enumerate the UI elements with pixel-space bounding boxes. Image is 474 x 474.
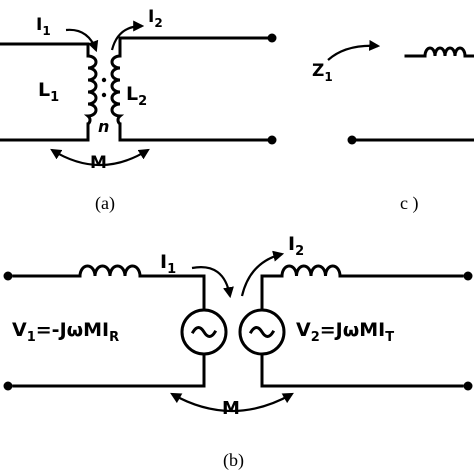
panel-c: Z1 c ) xyxy=(312,39,474,214)
panel-a-secondary-coil xyxy=(110,54,125,126)
panel-b-i2-label: I2 xyxy=(288,233,304,259)
panel-c-terminal-bottom xyxy=(347,135,357,145)
panel-b-i1-label: I1 xyxy=(160,251,176,277)
panel-b-left-inductor xyxy=(78,264,142,277)
panel-b-left-terminal-top xyxy=(3,271,13,281)
panel-a: I1 I2 L1 L2 n M (a) xyxy=(0,7,277,214)
panel-a-dot-top xyxy=(101,77,107,83)
panel-a-mutual-arrow xyxy=(50,148,150,166)
panel-b-caption: (b) xyxy=(223,450,244,471)
panel-a-primary-coil xyxy=(83,54,98,126)
panel-b-v1-label: V1=-JωMIR xyxy=(12,319,119,345)
panel-b-i2-arrow xyxy=(240,250,285,297)
panel-b-right-wire xyxy=(260,274,464,388)
panel-b: I1 I2 V1=-JωMIR V2=JωMIT M (b) xyxy=(3,233,473,471)
panel-b-left-source-wave xyxy=(190,326,218,338)
panel-b-right-terminal-bottom xyxy=(463,381,473,391)
panel-b-right-inductor xyxy=(280,264,342,277)
panel-a-caption: (a) xyxy=(95,193,115,214)
panel-a-i2-arrow xyxy=(110,20,145,51)
panel-b-i1-arrow xyxy=(191,266,234,299)
panel-b-left-wire xyxy=(12,274,206,388)
panel-b-right-terminal-top xyxy=(463,271,473,281)
panel-a-terminal-top xyxy=(267,33,277,43)
panel-a-l2-label: L2 xyxy=(126,83,147,109)
panel-a-secondary-wire xyxy=(118,36,272,142)
panel-b-v2-label: V2=JωMIT xyxy=(296,319,394,345)
panel-a-ratio-label: n xyxy=(98,117,109,136)
panel-a-mutual-label: M xyxy=(90,153,107,173)
panel-b-mutual-label: M xyxy=(222,398,240,419)
panel-a-i1-arrow xyxy=(65,28,99,53)
panel-a-i1-label: I1 xyxy=(36,15,51,38)
panel-a-i2-label: I2 xyxy=(148,7,163,30)
panel-b-left-terminal-bottom xyxy=(3,381,13,391)
panel-c-caption: c ) xyxy=(400,193,418,214)
panel-b-mutual-arrow xyxy=(170,392,294,413)
panel-c-inductor xyxy=(423,46,467,57)
panel-b-right-source-wave xyxy=(248,326,276,338)
panel-c-z1-arrow xyxy=(327,39,381,61)
panel-a-terminal-bottom xyxy=(267,135,277,145)
panel-c-z1-label: Z1 xyxy=(312,61,333,84)
panel-a-dot-bottom xyxy=(101,92,107,98)
panel-a-l1-label: L1 xyxy=(38,79,59,105)
